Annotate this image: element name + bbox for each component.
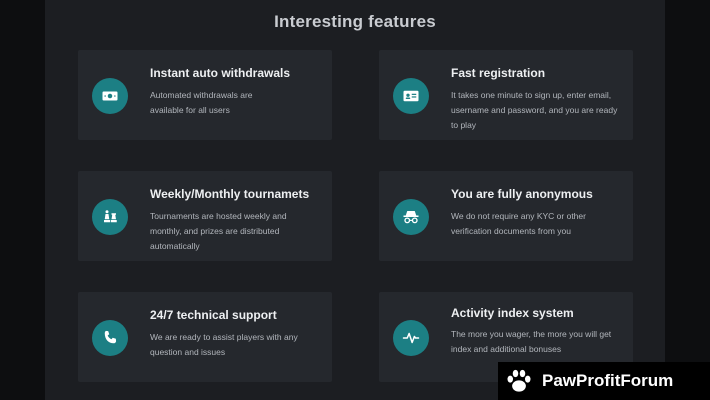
feature-title: Fast registration <box>451 66 546 80</box>
feature-description: It takes one minute to sign up, enter em… <box>451 90 618 130</box>
id-card-icon <box>393 78 429 114</box>
feature-card-anonymous: You are fully anonymous We do not requir… <box>379 171 633 261</box>
feature-description: We are ready to assist players with any … <box>150 332 298 357</box>
incognito-icon <box>393 199 429 235</box>
feature-title: 24/7 technical support <box>150 308 277 322</box>
brand-name: PawProfitForum <box>542 371 674 390</box>
money-icon <box>92 78 128 114</box>
feature-title: You are fully anonymous <box>451 187 593 201</box>
paw-icon <box>507 369 531 392</box>
feature-description: Automated withdrawals are available for … <box>150 90 253 115</box>
chess-icon <box>92 199 128 235</box>
feature-card-tournaments: Weekly/Monthly tournamets Tournaments ar… <box>78 171 332 261</box>
feature-card-support: 24/7 technical support We are ready to a… <box>78 292 332 382</box>
features-panel: Interesting features Instant auto withdr… <box>45 0 665 400</box>
feature-description: The more you wager, the more you will ge… <box>451 329 612 354</box>
feature-title: Weekly/Monthly tournamets <box>150 187 310 201</box>
phone-icon <box>92 320 128 356</box>
feature-card-fast-registration: Fast registration It takes one minute to… <box>379 50 633 140</box>
pulse-icon <box>393 320 429 356</box>
feature-description: Tournaments are hosted weekly and monthl… <box>150 211 287 251</box>
feature-title: Activity index system <box>451 306 574 320</box>
feature-description: We do not require any KYC or other verif… <box>451 211 586 236</box>
feature-title: Instant auto withdrawals <box>150 66 291 80</box>
watermark-logo: PawProfitForum <box>498 362 710 400</box>
section-title: Interesting features <box>274 12 436 31</box>
feature-card-instant-withdrawals: Instant auto withdrawals Automated withd… <box>78 50 332 140</box>
